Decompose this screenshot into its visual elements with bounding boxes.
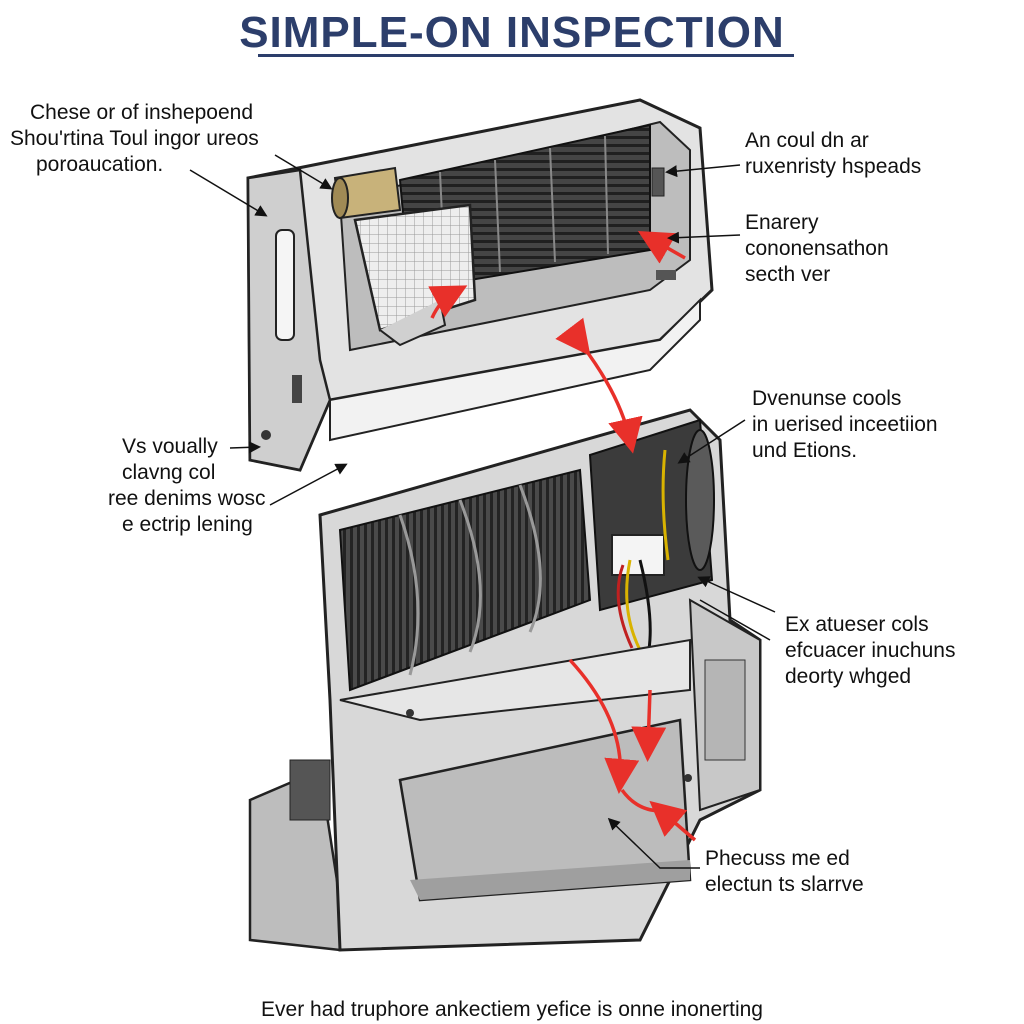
callout-right-lower: Ex atueser cols efcuacer inuchuns deorty… — [785, 612, 955, 690]
page-title: SIMPLE-ON INSPECTION — [239, 8, 785, 57]
callout-line: deorty whged — [785, 665, 912, 688]
callout-line: Phecuss me ed — [705, 847, 850, 870]
callout-line: electun ts slarrve — [705, 873, 864, 896]
callout-line: in uerised inceetiion — [752, 413, 938, 436]
bottom-unit — [248, 408, 762, 952]
callout-line: und Etions. — [752, 439, 858, 462]
callout-line: ree denims wosc — [108, 487, 266, 510]
callout-line: Ex atueser cols — [785, 613, 929, 636]
callout-left: Vs voually clavng col ree denims wosc e … — [108, 434, 266, 538]
leader-lines — [189, 154, 776, 869]
top-unit — [246, 98, 714, 472]
callout-line: cononensathon — [745, 237, 889, 260]
callout-line: Shou'rtina Toul ingor ureos — [10, 127, 259, 150]
callout-line: Enarery — [745, 211, 819, 234]
callout-line: poroaucation. — [36, 153, 164, 176]
red-arrows — [428, 231, 697, 842]
callout-top-left: Chese or of inshepoend Shou'rtina Toul i… — [10, 100, 259, 178]
callout-top-right: An coul dn ar ruxenristy hspeads — [745, 128, 921, 180]
callout-line: Chese or of inshepoend — [30, 101, 253, 124]
title-underline — [258, 54, 794, 57]
callout-line: An coul dn ar — [745, 129, 869, 152]
bottom-caption: Ever had truphore ankectiem yefice is on… — [261, 998, 763, 1021]
callout-line: secth ver — [745, 263, 831, 286]
callout-bottom-right: Phecuss me ed electun ts slarrve — [705, 846, 864, 898]
callout-line: Vs voually — [122, 435, 218, 458]
callout-mid-right: Enarery cononensathon secth ver — [745, 210, 889, 288]
callout-line: ruxenristy hspeads — [745, 155, 922, 178]
callout-line: Dvenunse cools — [752, 387, 902, 410]
callout-right-upper: Dvenunse cools in uerised inceetiion und… — [752, 386, 938, 464]
callout-line: efcuacer inuchuns — [785, 639, 956, 662]
callout-line: e ectrip lening — [122, 513, 253, 536]
callout-line: clavng col — [122, 461, 216, 484]
